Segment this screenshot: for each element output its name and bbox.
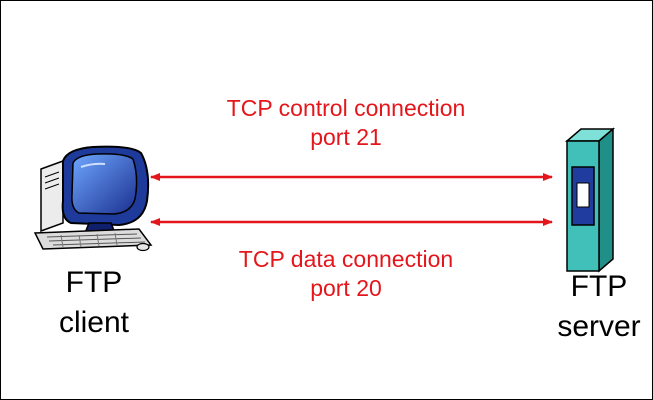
ftp-server-line1: FTP bbox=[570, 270, 628, 303]
ftp-server-label: FTP server bbox=[549, 267, 649, 346]
control-connection-port: port 21 bbox=[310, 123, 382, 150]
server-tower-icon bbox=[564, 127, 616, 273]
data-connection-port: port 20 bbox=[310, 274, 382, 301]
ftp-client-label: FTP client bbox=[39, 263, 149, 342]
data-connection-title: TCP data connection bbox=[238, 246, 454, 272]
control-connection-label: TCP control connection port 21 bbox=[176, 94, 516, 152]
desktop-computer-icon bbox=[33, 145, 153, 252]
ftp-client-line1: FTP bbox=[65, 266, 123, 299]
control-connection-title: TCP control connection bbox=[226, 95, 466, 121]
ftp-server-line2: server bbox=[557, 309, 641, 343]
ftp-client-line2: client bbox=[58, 305, 130, 339]
data-connection-label: TCP data connection port 20 bbox=[176, 245, 516, 303]
